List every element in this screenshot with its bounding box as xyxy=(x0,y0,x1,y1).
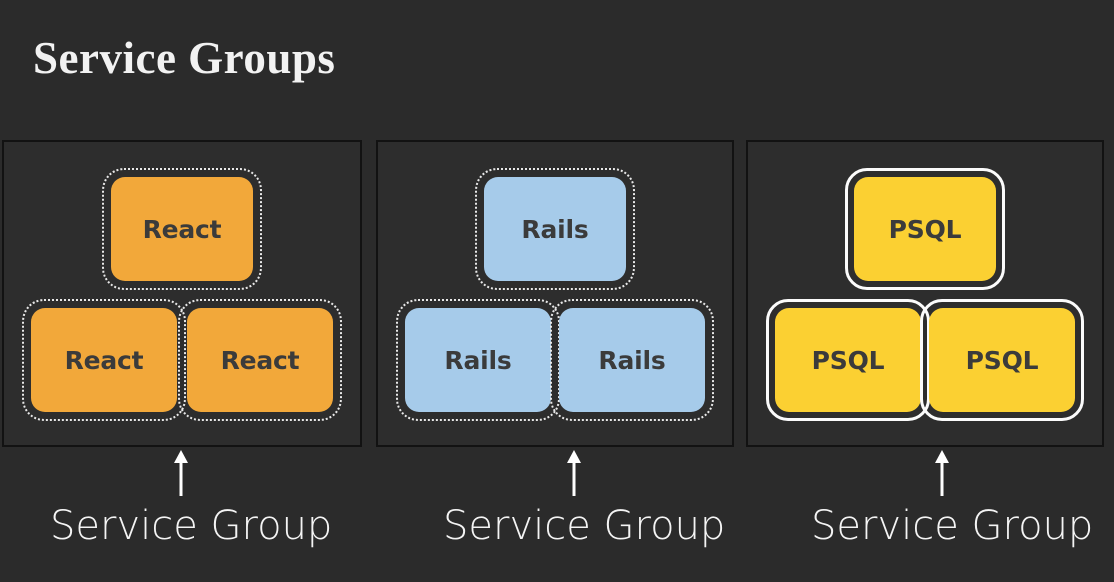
service-box-psql: PSQL xyxy=(929,308,1075,412)
service-node[interactable]: PSQL xyxy=(766,299,930,421)
page-title: Service Groups xyxy=(33,33,336,83)
service-node[interactable]: React xyxy=(22,299,186,421)
service-group-panel[interactable]: Rails Rails Rails xyxy=(376,140,734,447)
service-group-caption: Service Group xyxy=(811,503,1094,549)
service-node[interactable]: React xyxy=(178,299,342,421)
service-node[interactable]: React xyxy=(102,168,262,290)
up-arrow-icon xyxy=(929,450,955,496)
service-node[interactable]: PSQL xyxy=(845,168,1005,290)
service-box-react: React xyxy=(31,308,177,412)
service-node[interactable]: Rails xyxy=(396,299,560,421)
service-box-react: React xyxy=(111,177,253,281)
service-box-rails: Rails xyxy=(484,177,626,281)
service-group-panel[interactable]: React React React xyxy=(2,140,362,447)
service-box-react: React xyxy=(187,308,333,412)
service-box-psql: PSQL xyxy=(854,177,996,281)
service-group-caption: Service Group xyxy=(443,503,726,549)
up-arrow-icon xyxy=(561,450,587,496)
service-group-caption: Service Group xyxy=(50,503,333,549)
service-node[interactable]: Rails xyxy=(475,168,635,290)
service-group-panel[interactable]: PSQL PSQL PSQL xyxy=(746,140,1104,447)
service-node[interactable]: PSQL xyxy=(920,299,1084,421)
up-arrow-icon xyxy=(168,450,194,496)
service-box-psql: PSQL xyxy=(775,308,921,412)
service-box-rails: Rails xyxy=(405,308,551,412)
service-node[interactable]: Rails xyxy=(550,299,714,421)
service-box-rails: Rails xyxy=(559,308,705,412)
